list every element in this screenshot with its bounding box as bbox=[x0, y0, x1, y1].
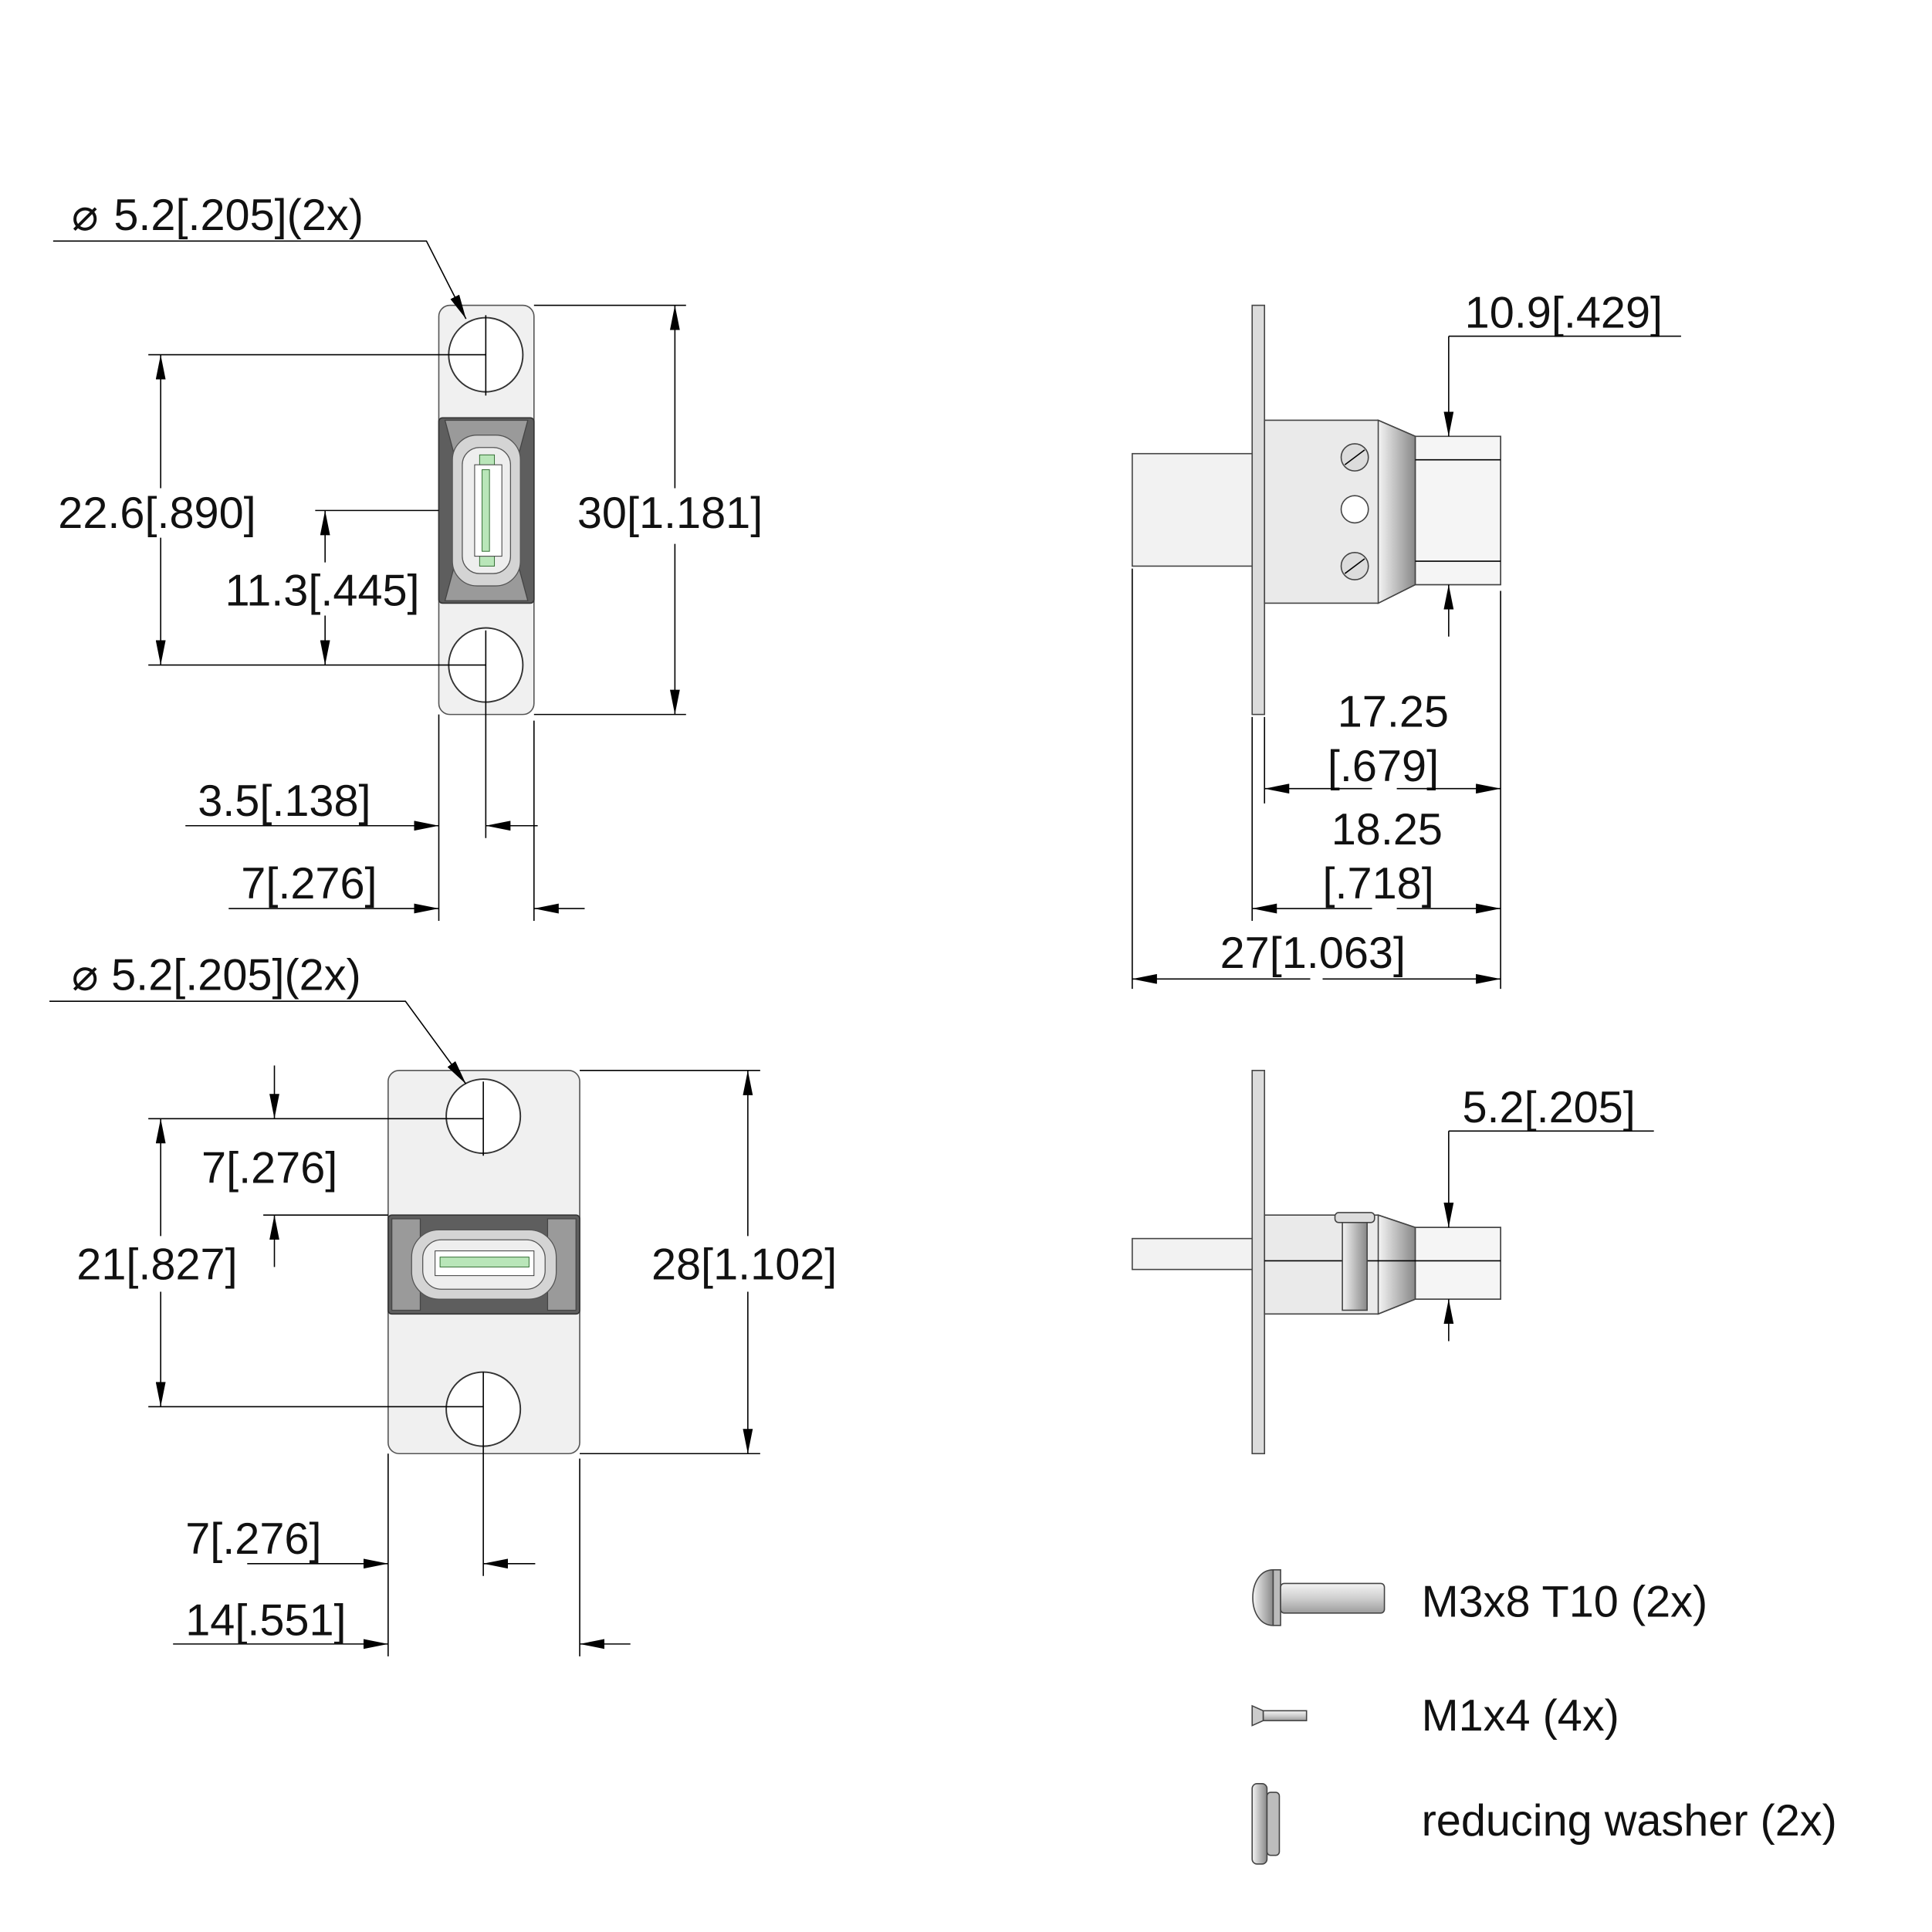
receptacle-body bbox=[1132, 1237, 1254, 1271]
width-dim: 14[.551] bbox=[185, 1596, 346, 1646]
hole-center-x-dim: 7[.276] bbox=[185, 1514, 321, 1564]
length-b-mm: 18.25 bbox=[1331, 805, 1443, 854]
top-front-view: ⌀ 5.2[.205](2x) 22.6[.890] 11.3[.445] 30… bbox=[52, 191, 763, 922]
hole-to-connector-dim: 7[.276] bbox=[201, 1144, 337, 1193]
flat-head-screw-icon bbox=[1251, 1704, 1308, 1727]
hole-callout: 5.2[.205](2x) bbox=[113, 191, 364, 240]
connector-offset-dim: 11.3[.445] bbox=[225, 567, 419, 616]
length-a-in: [.679] bbox=[1328, 742, 1439, 791]
button-head-screw-icon bbox=[1252, 1568, 1386, 1626]
length-b-in: [.718] bbox=[1323, 859, 1434, 908]
hex-width-dim: 10.9[.429] bbox=[1465, 288, 1663, 337]
hardware-label: reducing washer (2x) bbox=[1422, 1796, 1837, 1846]
hole-callout: 5.2[.205](2x) bbox=[111, 951, 361, 1000]
height-dim: 28[1.102] bbox=[651, 1240, 837, 1289]
washer-icon bbox=[1251, 1783, 1281, 1865]
hole bbox=[1340, 495, 1369, 524]
bottom-side-view: 5.2[.205] bbox=[1132, 1070, 1654, 1455]
overall-length-dim: 27[1.063] bbox=[1220, 929, 1406, 978]
flange bbox=[1251, 304, 1266, 716]
height-dim: 30[1.181] bbox=[577, 489, 763, 538]
screw-icon bbox=[1342, 1214, 1368, 1311]
usb-c-connector bbox=[438, 417, 535, 604]
hex-width-dim: 5.2[.205] bbox=[1462, 1083, 1635, 1132]
usb-c-connector bbox=[387, 1214, 580, 1315]
receptacle-body bbox=[1132, 452, 1254, 567]
diameter-symbol: ⌀ bbox=[72, 951, 99, 1000]
hole-spacing-dim: 21[.827] bbox=[76, 1240, 237, 1289]
top-side-view: 10.9[.429] 17.25 [.679] 18.25 [.718] 27[… bbox=[1132, 288, 1681, 990]
width-dim: 7[.276] bbox=[241, 859, 377, 908]
hole-spacing-dim: 22.6[.890] bbox=[58, 489, 255, 538]
bottom-front-view: ⌀ 5.2[.205](2x) 7[.276] 21[.827] 28[1.10… bbox=[49, 951, 837, 1656]
flange bbox=[1251, 1070, 1266, 1455]
hardware-list: M3x8 T10 (2x) M1x4 (4x) reducing washer … bbox=[1251, 1568, 1837, 1865]
length-a-mm: 17.25 bbox=[1338, 688, 1449, 737]
hardware-label: M1x4 (4x) bbox=[1422, 1691, 1619, 1741]
hole-center-x-dim: 3.5[.138] bbox=[198, 777, 370, 826]
diameter-symbol: ⌀ bbox=[72, 191, 99, 240]
hardware-label: M3x8 T10 (2x) bbox=[1422, 1578, 1708, 1627]
